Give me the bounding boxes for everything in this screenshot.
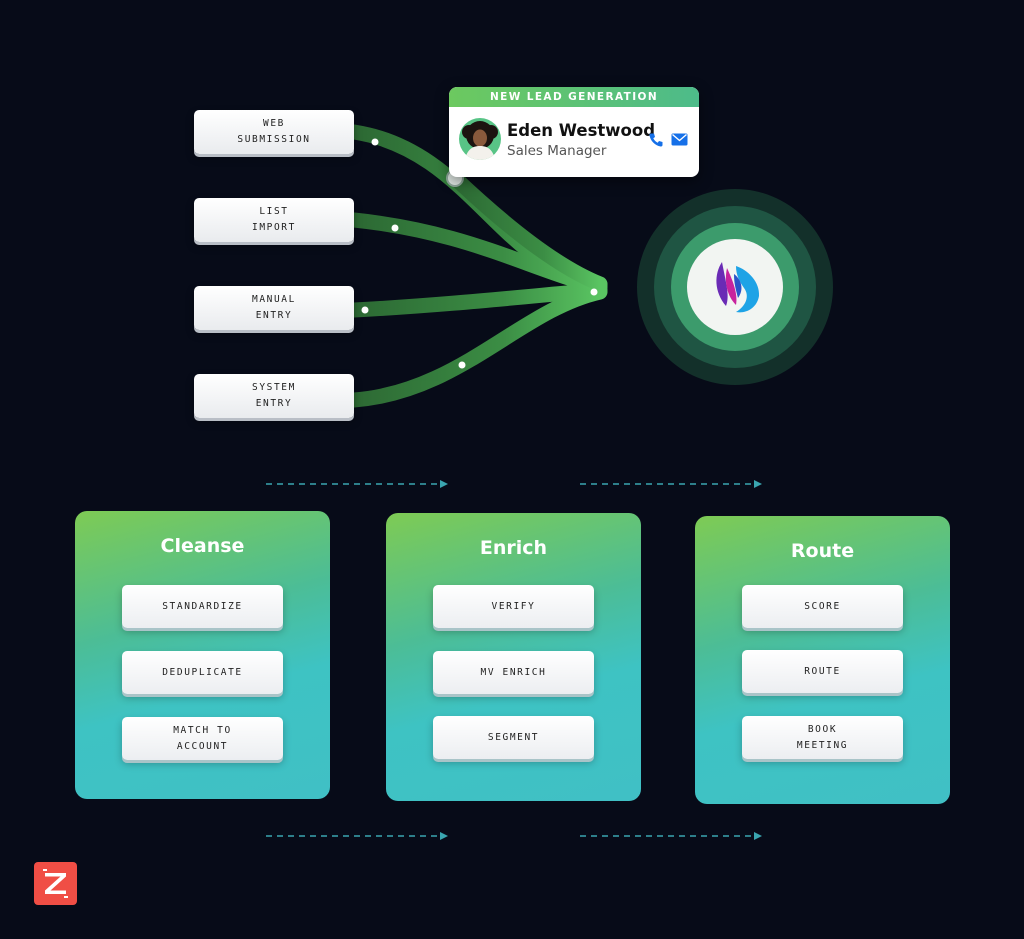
stage-title: Route [790, 540, 855, 562]
flow-dot [371, 138, 379, 146]
flow-list-import [346, 212, 608, 295]
source-label: WEB SUBMISSION [237, 118, 311, 145]
step-route: ROUTE [742, 650, 903, 693]
step-book-meeting: BOOK MEETING [742, 716, 903, 759]
step-standardize: STANDARDIZE [122, 585, 283, 628]
step-score: SCORE [742, 585, 903, 628]
source-list-import: LIST IMPORT [194, 198, 354, 242]
step-label: DEDUPLICATE [162, 666, 243, 678]
step-label: SEGMENT [487, 731, 540, 743]
arrow-heads [440, 480, 762, 840]
phoenix-logo-icon [716, 262, 760, 313]
lead-card: NEW LEAD GENERATION Eden Westwood Sales … [449, 87, 699, 177]
step-verify: VERIFY [433, 585, 594, 628]
step-mv-enrich: MV ENRICH [433, 651, 594, 694]
step-label: STANDARDIZE [162, 600, 243, 612]
lead-role: Sales Manager [507, 143, 607, 159]
lead-card-header: NEW LEAD GENERATION [449, 87, 699, 107]
source-manual-entry: MANUAL ENTRY [194, 286, 354, 330]
flow-dot [391, 224, 399, 232]
flow-dot [590, 288, 598, 296]
step-label: ROUTE [804, 665, 841, 677]
flow-dot [458, 361, 466, 369]
step-label: BOOK MEETING [796, 723, 849, 751]
zoominfo-z-logo-icon [34, 862, 77, 905]
source-label: LIST IMPORT [252, 206, 296, 233]
step-segment: SEGMENT [433, 716, 594, 759]
stage-title: Enrich [479, 537, 548, 559]
stage-cleanse: Cleanse STANDARDIZE DEDUPLICATE MATCH TO… [75, 511, 330, 799]
step-label: MATCH TO ACCOUNT [173, 724, 232, 752]
stage-enrich: Enrich VERIFY MV ENRICH SEGMENT [386, 513, 641, 801]
flow-dot [361, 306, 369, 314]
stage-title: Cleanse [160, 535, 245, 557]
avatar [459, 118, 501, 160]
mail-icon[interactable] [671, 133, 688, 146]
source-label: MANUAL ENTRY [252, 294, 296, 321]
step-deduplicate: DEDUPLICATE [122, 651, 283, 694]
flow-lead-branch [447, 170, 608, 292]
step-label: VERIFY [491, 600, 536, 612]
phone-icon[interactable] [648, 132, 664, 148]
source-system-entry: SYSTEM ENTRY [194, 374, 354, 418]
step-match-to-account: MATCH TO ACCOUNT [122, 717, 283, 760]
lead-name: Eden Westwood [507, 121, 656, 140]
flow-system-entry [346, 284, 608, 408]
source-web-submission: WEB SUBMISSION [194, 110, 354, 154]
stage-route: Route SCORE ROUTE BOOK MEETING [695, 516, 950, 804]
stage-arrows [266, 483, 754, 837]
step-label: SCORE [804, 600, 841, 612]
step-label: MV ENRICH [480, 666, 547, 678]
hub [637, 189, 833, 385]
source-label: SYSTEM ENTRY [252, 382, 296, 409]
